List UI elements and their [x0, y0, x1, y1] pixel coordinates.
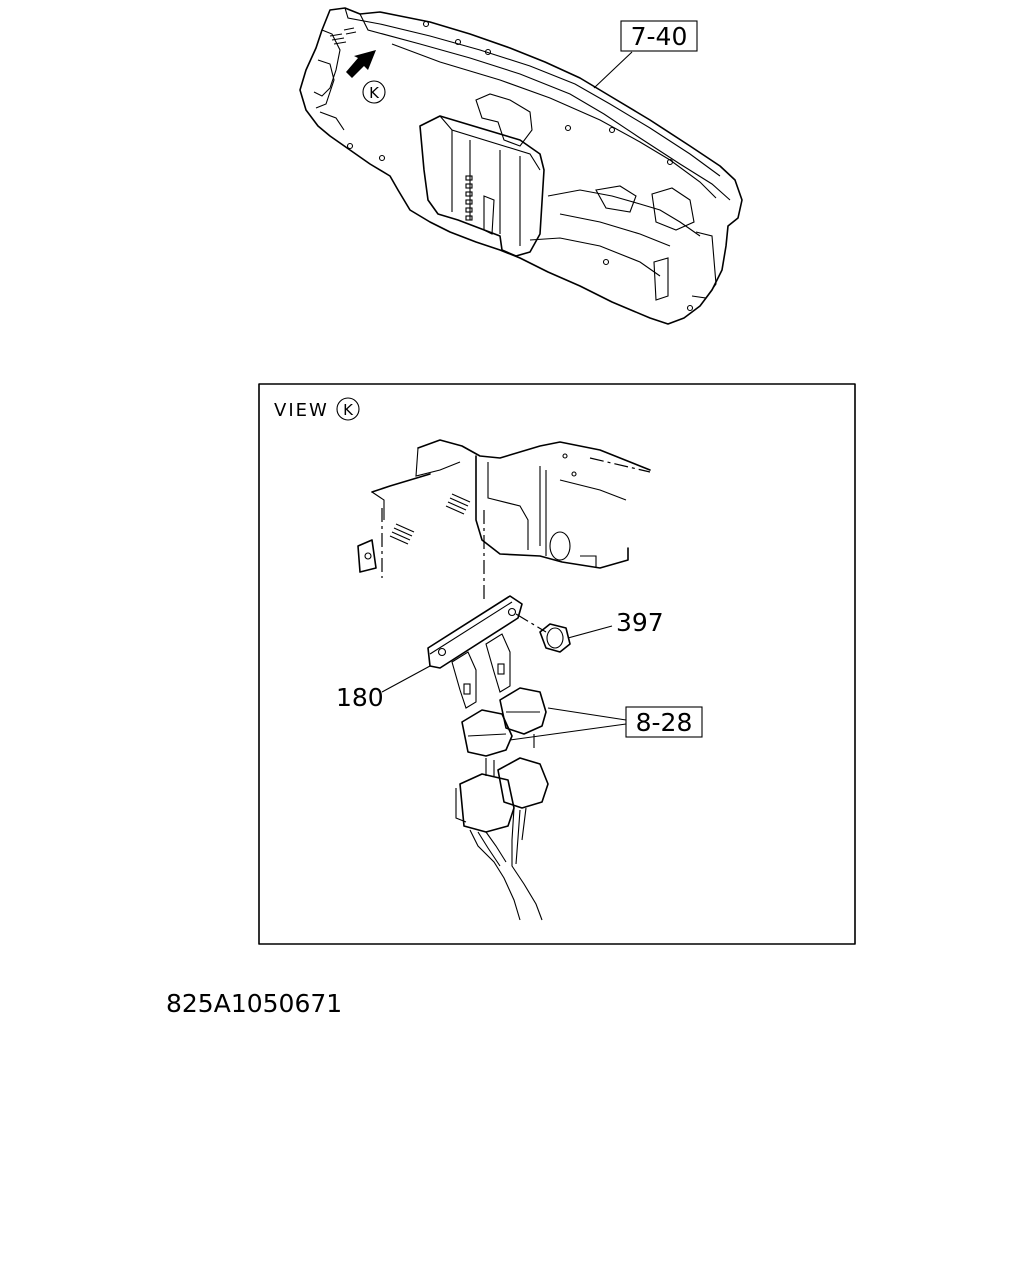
panel-section-detail: [357, 439, 651, 600]
view-direction-arrow: [346, 50, 376, 78]
view-marker-top: K: [362, 80, 386, 104]
view-k-frame: [258, 383, 856, 945]
view-k-marker: K: [343, 401, 354, 419]
view-k-heading: VIEW K: [274, 397, 360, 421]
wiring-harness: [469, 807, 543, 921]
flange-nut: [515, 613, 613, 653]
callout-7-40: 7-40: [593, 20, 698, 89]
view-k-label: VIEW: [274, 400, 329, 421]
part-number-180: 180: [336, 683, 384, 712]
part-number-397: 397: [616, 608, 664, 637]
callout-8-28: 8-28: [509, 706, 703, 741]
relays: [455, 687, 549, 833]
callout-7-40-label: 7-40: [631, 22, 688, 51]
callout-8-28-label: 8-28: [636, 708, 693, 737]
instrument-panel-frame: [299, 7, 743, 325]
view-marker-top-label: K: [369, 84, 380, 102]
drawing-number: 825A1050671: [166, 989, 342, 1018]
relay-bracket: [427, 595, 523, 709]
